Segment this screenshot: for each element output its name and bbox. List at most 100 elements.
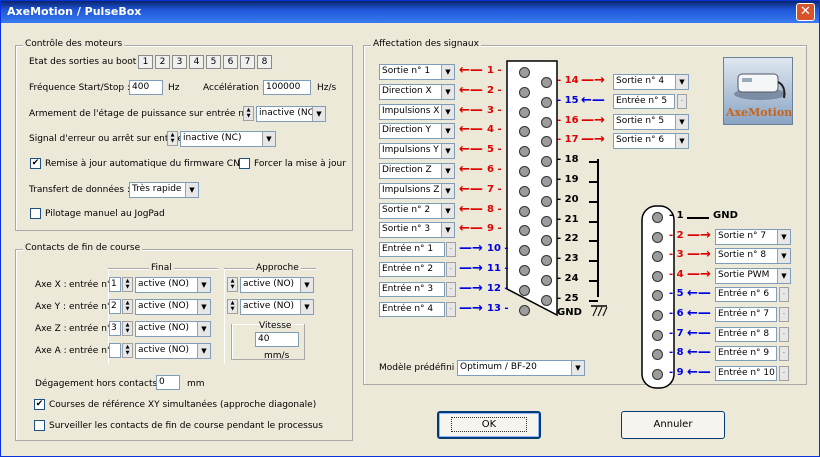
db9-input-field[interactable]: Entrée n° 6 xyxy=(715,287,777,303)
db9-input-button[interactable]: · xyxy=(779,365,789,381)
left-signal-select[interactable]: Impulsions Z▼ xyxy=(379,182,455,199)
axis-approach-select[interactable]: active (NO)▼ xyxy=(240,299,314,315)
right-signal-select[interactable]: Sortie n° 6▼ xyxy=(613,133,689,150)
arrow-right-icon: —→ xyxy=(459,241,483,257)
chevron-down-icon: ▼ xyxy=(675,114,688,129)
axis-entry-spinner[interactable]: ▲▼ xyxy=(122,277,133,292)
db9-input-button[interactable]: · xyxy=(779,326,789,342)
boot-label: Etat des sorties au boot : xyxy=(29,57,143,67)
arrow-left-icon: ←— xyxy=(459,102,483,118)
freq-unit: Hz xyxy=(168,83,180,93)
left-input-field[interactable]: Entrée n° 2 xyxy=(379,262,445,277)
right-input-field[interactable]: Entrée n° 5 xyxy=(613,93,675,109)
axis-entry-input[interactable] xyxy=(109,343,121,358)
axis-entry-input[interactable]: 2 xyxy=(109,299,121,314)
left-input-field[interactable]: Entrée n° 3 xyxy=(379,281,445,297)
boot-bit-button[interactable]: 1 xyxy=(138,55,153,69)
chevron-down-icon: ▼ xyxy=(197,322,210,336)
left-signal-select[interactable]: Direction Z▼ xyxy=(379,163,455,179)
arrow-left-icon: ←— xyxy=(687,306,711,321)
axis-label: Axe A : xyxy=(35,346,67,356)
db9-input-button[interactable]: · xyxy=(779,287,789,303)
left-signal-value: Impulsions Z xyxy=(382,184,440,195)
left-input-button[interactable]: · xyxy=(446,301,456,317)
jogpad-checkbox[interactable] xyxy=(30,208,41,219)
left-signal-select[interactable]: Impulsions Y▼ xyxy=(379,143,455,160)
axis-entry-input[interactable]: 3 xyxy=(109,321,121,336)
axis-approach-spinner[interactable]: ▲▼ xyxy=(227,277,238,292)
axis-final-select[interactable]: active (NO)▼ xyxy=(135,299,211,315)
axis-entry-spinner[interactable]: ▲▼ xyxy=(122,321,133,336)
left-signal-select[interactable]: Sortie n° 3▼ xyxy=(379,222,455,239)
axis-entry-input[interactable]: 1 xyxy=(109,277,121,292)
right-input-button[interactable]: · xyxy=(677,93,687,109)
axis-approach-select[interactable]: active (NO)▼ xyxy=(240,277,314,293)
boot-bit-button[interactable]: 4 xyxy=(189,55,204,69)
boot-bit-button[interactable]: 3 xyxy=(172,55,187,69)
speed-unit: mm/s xyxy=(264,351,290,361)
cancel-button-label: Annuler xyxy=(653,419,693,430)
chevron-down-icon: ▼ xyxy=(441,183,454,198)
freq-input[interactable]: 400 xyxy=(129,80,163,95)
firmware-checkbox[interactable]: ✔ xyxy=(30,158,41,169)
ok-button[interactable]: OK xyxy=(437,411,541,439)
pin-number: - 7 xyxy=(669,327,684,339)
arrow-left-icon: ←— xyxy=(687,325,711,341)
axis-entry-spinner[interactable]: ▲▼ xyxy=(122,343,133,358)
db9-input-button[interactable]: · xyxy=(779,307,789,322)
left-input-button[interactable]: · xyxy=(446,281,456,297)
db9-signal-select[interactable]: Sortie n° 8▼ xyxy=(715,248,791,265)
boot-bit-button[interactable]: 8 xyxy=(257,55,272,69)
force-checkbox[interactable] xyxy=(239,158,250,169)
err-select[interactable]: inactive (NC)▼ xyxy=(180,131,276,147)
model-select[interactable]: Optimum / BF-20▼ xyxy=(457,360,585,376)
db9-input-field[interactable]: Entrée n° 8 xyxy=(715,326,777,342)
db9-input-button[interactable]: · xyxy=(779,346,789,362)
left-input-field[interactable]: Entrée n° 1 xyxy=(379,242,445,258)
err-spinner[interactable]: ▲▼ xyxy=(167,131,178,146)
db9-input-field[interactable]: Entrée n° 10 xyxy=(715,365,777,381)
speed-input[interactable]: 40 xyxy=(255,332,299,347)
axis-entry-spinner[interactable]: ▲▼ xyxy=(122,299,133,314)
left-input-button[interactable]: · xyxy=(446,242,456,258)
db9-input-field[interactable]: Entrée n° 7 xyxy=(715,307,777,322)
clear-input[interactable]: 0 xyxy=(156,375,180,390)
right-signal-select[interactable]: Sortie n° 5▼ xyxy=(613,113,689,130)
accel-input[interactable]: 100000 xyxy=(263,80,311,95)
arrow-right-icon: —→ xyxy=(581,112,605,128)
title-bar[interactable]: AxeMotion / PulseBox ✕ xyxy=(1,1,819,23)
pin-number: - 20 xyxy=(557,193,579,205)
boot-bit-button[interactable]: 5 xyxy=(206,55,221,69)
boot-bit-button[interactable]: 6 xyxy=(223,55,238,69)
arrow-right-icon: —→ xyxy=(687,247,711,263)
axis-final-select[interactable]: active (NO)▼ xyxy=(135,277,211,293)
left-signal-select[interactable]: Impulsions X▼ xyxy=(379,103,455,120)
watch-checkbox[interactable] xyxy=(34,420,45,431)
pin-number: - 17 xyxy=(557,134,579,146)
axis-approach-spinner[interactable]: ▲▼ xyxy=(227,299,238,314)
boot-bit-button[interactable]: 2 xyxy=(155,55,170,69)
left-signal-select[interactable]: Direction X▼ xyxy=(379,83,455,100)
pin-dot xyxy=(541,275,552,286)
transfer-select[interactable]: Très rapide▼ xyxy=(129,182,199,198)
axis-final-select[interactable]: active (NO)▼ xyxy=(135,321,211,337)
db9-signal-select[interactable]: Sortie n° 7▼ xyxy=(715,228,791,245)
left-input-field[interactable]: Entrée n° 4 xyxy=(379,301,445,317)
db9-signal-select[interactable]: Sortie PWM▼ xyxy=(715,267,791,284)
arm-spinner[interactable]: ▲▼ xyxy=(243,106,254,121)
left-signal-select[interactable]: Direction Y▼ xyxy=(379,123,455,140)
close-button[interactable]: ✕ xyxy=(796,3,815,21)
boot-bit-button[interactable]: 7 xyxy=(240,55,255,69)
chevron-down-icon: ▼ xyxy=(312,107,325,121)
cancel-button[interactable]: Annuler xyxy=(621,411,725,439)
arm-select[interactable]: inactive (NC)▼ xyxy=(256,106,326,122)
left-signal-select[interactable]: Sortie n° 2▼ xyxy=(379,202,455,219)
axis-final-select[interactable]: active (NO)▼ xyxy=(135,343,211,359)
left-input-button[interactable]: · xyxy=(446,262,456,277)
xy-checkbox[interactable]: ✔ xyxy=(34,399,45,410)
left-signal-select[interactable]: Sortie n° 1▼ xyxy=(379,64,455,80)
right-signal-select[interactable]: Sortie n° 4▼ xyxy=(613,74,689,90)
db9-input-field[interactable]: Entrée n° 9 xyxy=(715,346,777,362)
axis-label: Axe X : xyxy=(35,280,67,290)
right-signal-value: Sortie n° 6 xyxy=(616,135,665,146)
